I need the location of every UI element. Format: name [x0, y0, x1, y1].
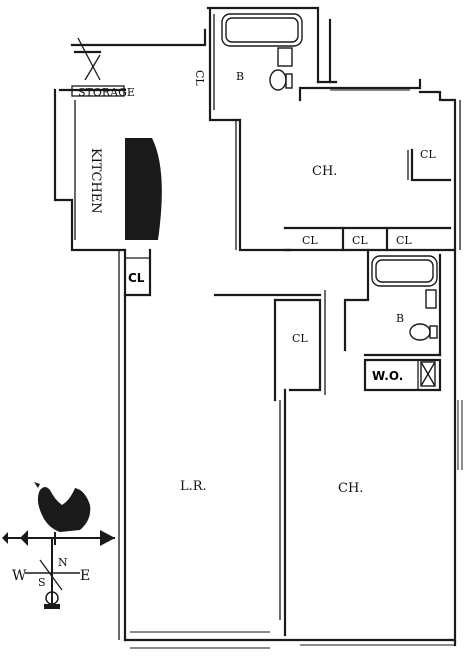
bath-upper-label: B — [236, 70, 244, 83]
compass-west: W — [12, 568, 27, 584]
cl-row-2-label: CL — [352, 234, 368, 247]
room-labels: STORAGE KITCHEN B CL CH. CL CL CL CL CL … — [78, 70, 436, 496]
toilet-upper — [269, 69, 287, 91]
walk-in-closet-label: W.O. — [372, 369, 403, 383]
cl-kitchen-label: CL — [128, 271, 145, 285]
weather-vane-icon — [2, 482, 115, 609]
fixtures — [71, 13, 438, 387]
compass-north: N — [58, 556, 68, 569]
kitchen-range — [125, 138, 162, 240]
compass-east: E — [80, 568, 90, 584]
chamber-lower-label: CH. — [338, 481, 363, 496]
storage-shelf — [71, 85, 125, 97]
cl-bath-upper-label: CL — [193, 70, 206, 86]
cl-chamber-upper-label: CL — [420, 148, 436, 161]
toilet-lower — [409, 323, 431, 341]
kitchen-label: KITCHEN — [88, 148, 103, 214]
bathtub-upper — [221, 13, 303, 47]
sink-lower — [425, 289, 437, 309]
bath-lower-label: B — [396, 312, 404, 325]
bathtub-lower — [371, 255, 438, 287]
cl-row-1-label: CL — [302, 234, 318, 247]
chamber-upper-label: CH. — [312, 164, 337, 179]
cl-row-3-label: CL — [396, 234, 412, 247]
storage-label: STORAGE — [78, 86, 135, 99]
walls — [53, 6, 463, 649]
cl-living-label: CL — [292, 332, 308, 345]
compass-labels: W E N S — [12, 556, 90, 589]
sink-upper — [277, 47, 293, 67]
compass-south: S — [38, 576, 46, 589]
living-room-label: L.R. — [180, 479, 207, 494]
